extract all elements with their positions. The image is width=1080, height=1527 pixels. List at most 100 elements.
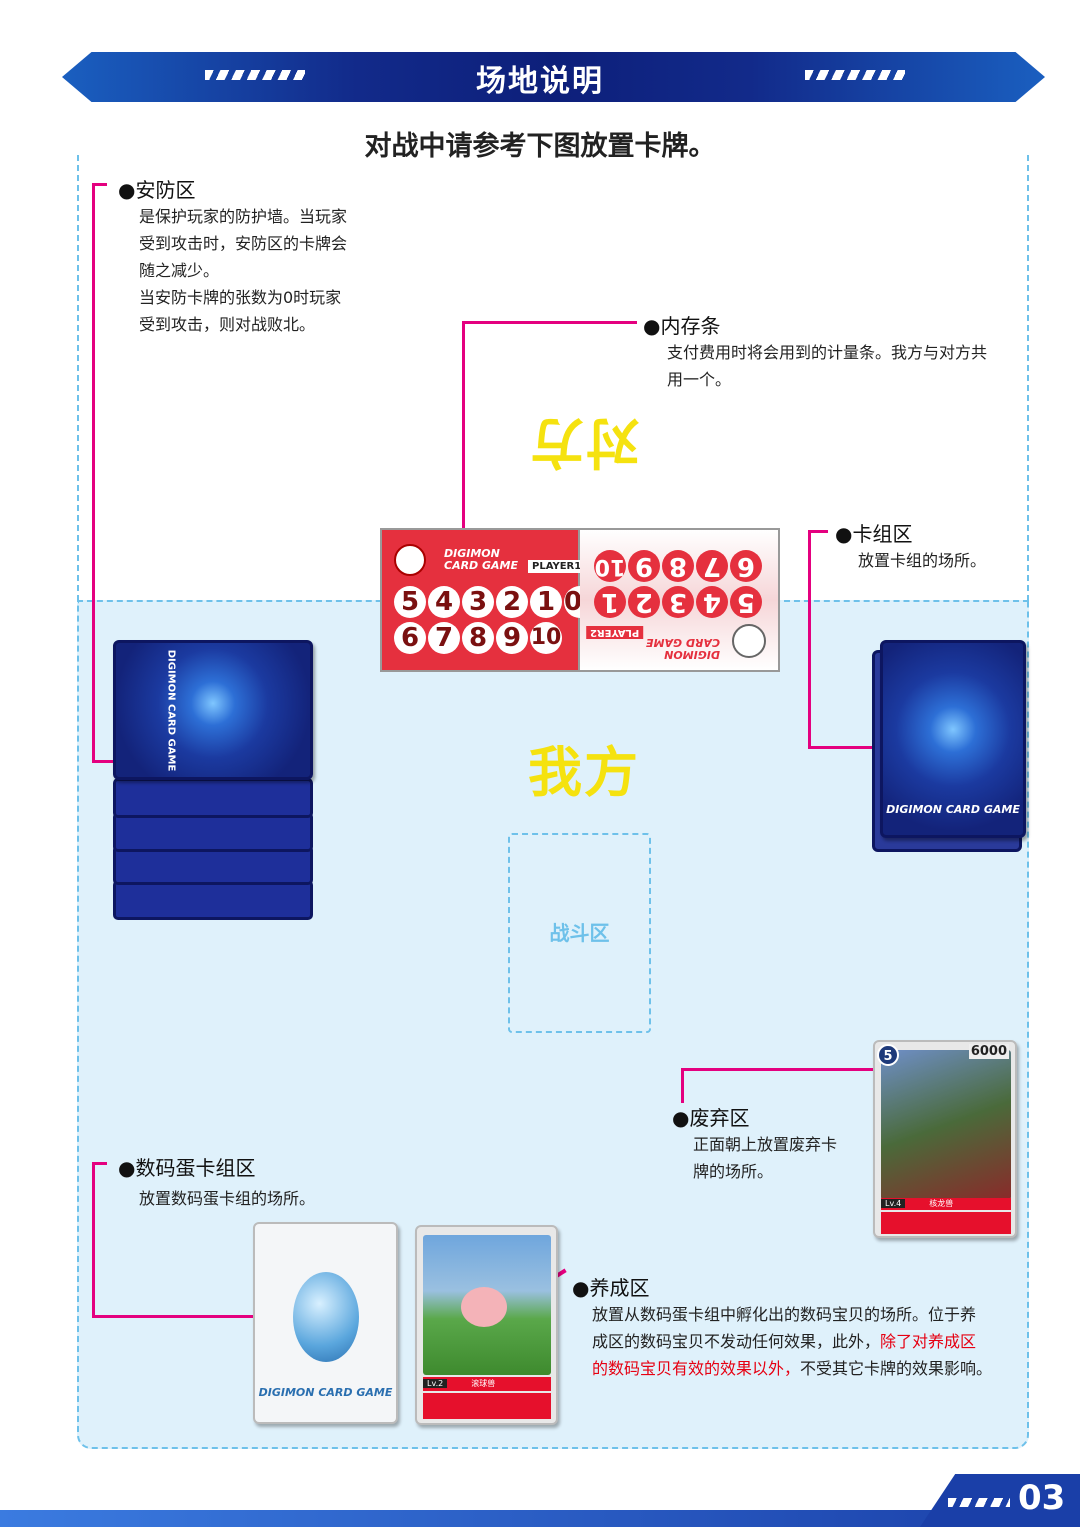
raising-card: Lv.2 滚球兽: [415, 1225, 558, 1425]
card-name: 核龙兽: [929, 1199, 954, 1208]
memory-line: [462, 321, 465, 541]
deck-line-bottom: [808, 746, 883, 749]
frame-right: [1027, 155, 1029, 601]
text-line: 当安防卡牌的张数为0时玩家: [139, 288, 342, 307]
memory-cell: 6: [730, 550, 762, 582]
page-subtitle: 对战中请参考下图放置卡牌。: [364, 131, 716, 162]
memory-desc: ●内存条 支付费用时将会用到的计量条。我方与对方共 用一个。: [643, 310, 987, 393]
memory-cell: 4: [696, 586, 728, 618]
battle-area: 战斗区: [508, 833, 651, 1033]
player1-label: PLAYER1: [528, 560, 586, 573]
deck-title: ●卡组区: [835, 522, 913, 546]
banner-stripes-right: [805, 70, 905, 80]
frame-left: [77, 155, 79, 601]
self-label: 我方: [528, 741, 640, 804]
security-line: [92, 183, 95, 763]
trash-card: 5 6000 Lv.4 核龙兽: [873, 1040, 1017, 1238]
egg-deck-card: DIGIMON CARD GAME: [253, 1222, 398, 1424]
koromon-art: [461, 1287, 507, 1327]
memory-cell: 7: [428, 622, 460, 654]
text-line: 牌的场所。: [693, 1162, 774, 1181]
memory-cell: 2: [496, 586, 528, 618]
memory-line-top: [462, 321, 637, 324]
text-line: 用一个。: [667, 370, 732, 389]
memory-cell: 1: [594, 586, 626, 618]
memory-cell: 5: [730, 586, 762, 618]
footer-bar: [0, 1510, 1080, 1527]
text-line: 正面朝上放置废弃卡: [693, 1135, 838, 1154]
memory-cell: 9: [496, 622, 528, 654]
gauge-hole: [732, 624, 766, 658]
trash-line-top: [681, 1068, 891, 1071]
text-line: 成区的数码宝贝不发动任何效果，此外，除了对养成区: [592, 1328, 992, 1355]
memory-cell: 8: [462, 622, 494, 654]
memory-title: ●内存条: [643, 314, 721, 338]
deck-top-card: DIGIMON CARD GAME: [880, 640, 1026, 838]
memory-cell: 4: [428, 586, 460, 618]
security-card: [113, 880, 313, 920]
text-span: 不受其它卡牌的效果影响。: [800, 1359, 993, 1378]
memory-cell: 8: [662, 550, 694, 582]
text-line: 放置数码蛋卡组的场所。: [139, 1189, 316, 1208]
card-inherit: [423, 1393, 551, 1419]
memory-cell: 10: [594, 550, 626, 582]
memory-cell: 5: [394, 586, 426, 618]
egg-art: [293, 1272, 359, 1362]
page-number: 03: [1018, 1478, 1066, 1518]
card-inherit: [881, 1212, 1011, 1234]
card-dp: 6000: [968, 1044, 1009, 1059]
egg-line-top: [92, 1162, 107, 1165]
trash-desc: ●废弃区 正面朝上放置废弃卡 牌的场所。: [672, 1102, 837, 1185]
footer-stripes: [948, 1498, 1010, 1507]
security-desc: ●安防区 是保护玩家的防护墙。当玩家 受到攻击时，安防区的卡牌会 随之减少。 当…: [118, 174, 347, 338]
raising-desc: ●养成区 放置从数码蛋卡组中孵化出的数码宝贝的场所。位于养 成区的数码宝贝不发动…: [572, 1272, 992, 1382]
trash-line: [681, 1068, 684, 1103]
memory-cell: 3: [462, 586, 494, 618]
text-line: 支付费用时将会用到的计量条。我方与对方共: [667, 343, 988, 362]
card-name: 滚球兽: [471, 1379, 496, 1388]
card-logo: DIGIMON CARD GAME: [165, 649, 177, 772]
text-line: 随之减少。: [139, 261, 220, 280]
opponent-label: 对方: [528, 411, 640, 474]
text-line: 的数码宝贝有效的效果以外，不受其它卡牌的效果影响。: [592, 1355, 992, 1382]
egg-line-bottom: [92, 1315, 267, 1318]
text-line: 放置卡组的场所。: [858, 551, 987, 570]
card-logo: DIGIMON CARD GAME: [886, 803, 1020, 816]
text-span: 成区的数码宝贝不发动任何效果，此外，: [592, 1332, 881, 1351]
highlight-text: 除了对养成区: [880, 1332, 977, 1351]
card-logo: DIGIMON CARD GAME: [258, 1386, 393, 1399]
highlight-text: 的数码宝贝有效的效果以外，: [592, 1359, 801, 1378]
security-card: [113, 778, 313, 818]
page-title: 场地说明: [476, 64, 604, 99]
security-line-top: [92, 183, 107, 186]
memory-cell: 7: [696, 550, 728, 582]
security-title: ●安防区: [118, 178, 196, 202]
gauge-hole: [394, 544, 426, 576]
card-cost: 5: [877, 1044, 899, 1066]
trash-title: ●废弃区: [672, 1106, 750, 1130]
egg-desc: ●数码蛋卡组区 放置数码蛋卡组的场所。: [118, 1152, 315, 1212]
card-nameplate: Lv.4 核龙兽: [881, 1198, 1011, 1210]
deck-line-top: [808, 530, 828, 533]
egg-title: ●数码蛋卡组区: [118, 1156, 256, 1180]
text-line: 受到攻击，则对战败北。: [139, 315, 316, 334]
card-level: Lv.4: [881, 1199, 906, 1208]
text-line: 受到攻击时，安防区的卡牌会: [139, 234, 348, 253]
banner-stripes-left: [205, 70, 305, 80]
memory-cell: 6: [394, 622, 426, 654]
raising-title: ●养成区: [572, 1276, 650, 1300]
security-line-bottom: [92, 760, 132, 763]
card-level: Lv.2: [423, 1379, 448, 1388]
security-top-card: DIGIMON CARD GAME: [113, 640, 313, 780]
player2-label: PLAYER2: [586, 626, 644, 639]
card-art: [881, 1050, 1011, 1200]
card-nameplate: Lv.2 滚球兽: [423, 1377, 551, 1391]
memory-cell-zero: 0: [564, 586, 583, 618]
memory-cell: 2: [628, 586, 660, 618]
memory-cell: 1: [530, 586, 562, 618]
memory-cell: 9: [628, 550, 660, 582]
text-line: 放置从数码蛋卡组中孵化出的数码宝贝的场所。位于养: [592, 1305, 977, 1324]
egg-line: [92, 1162, 95, 1318]
